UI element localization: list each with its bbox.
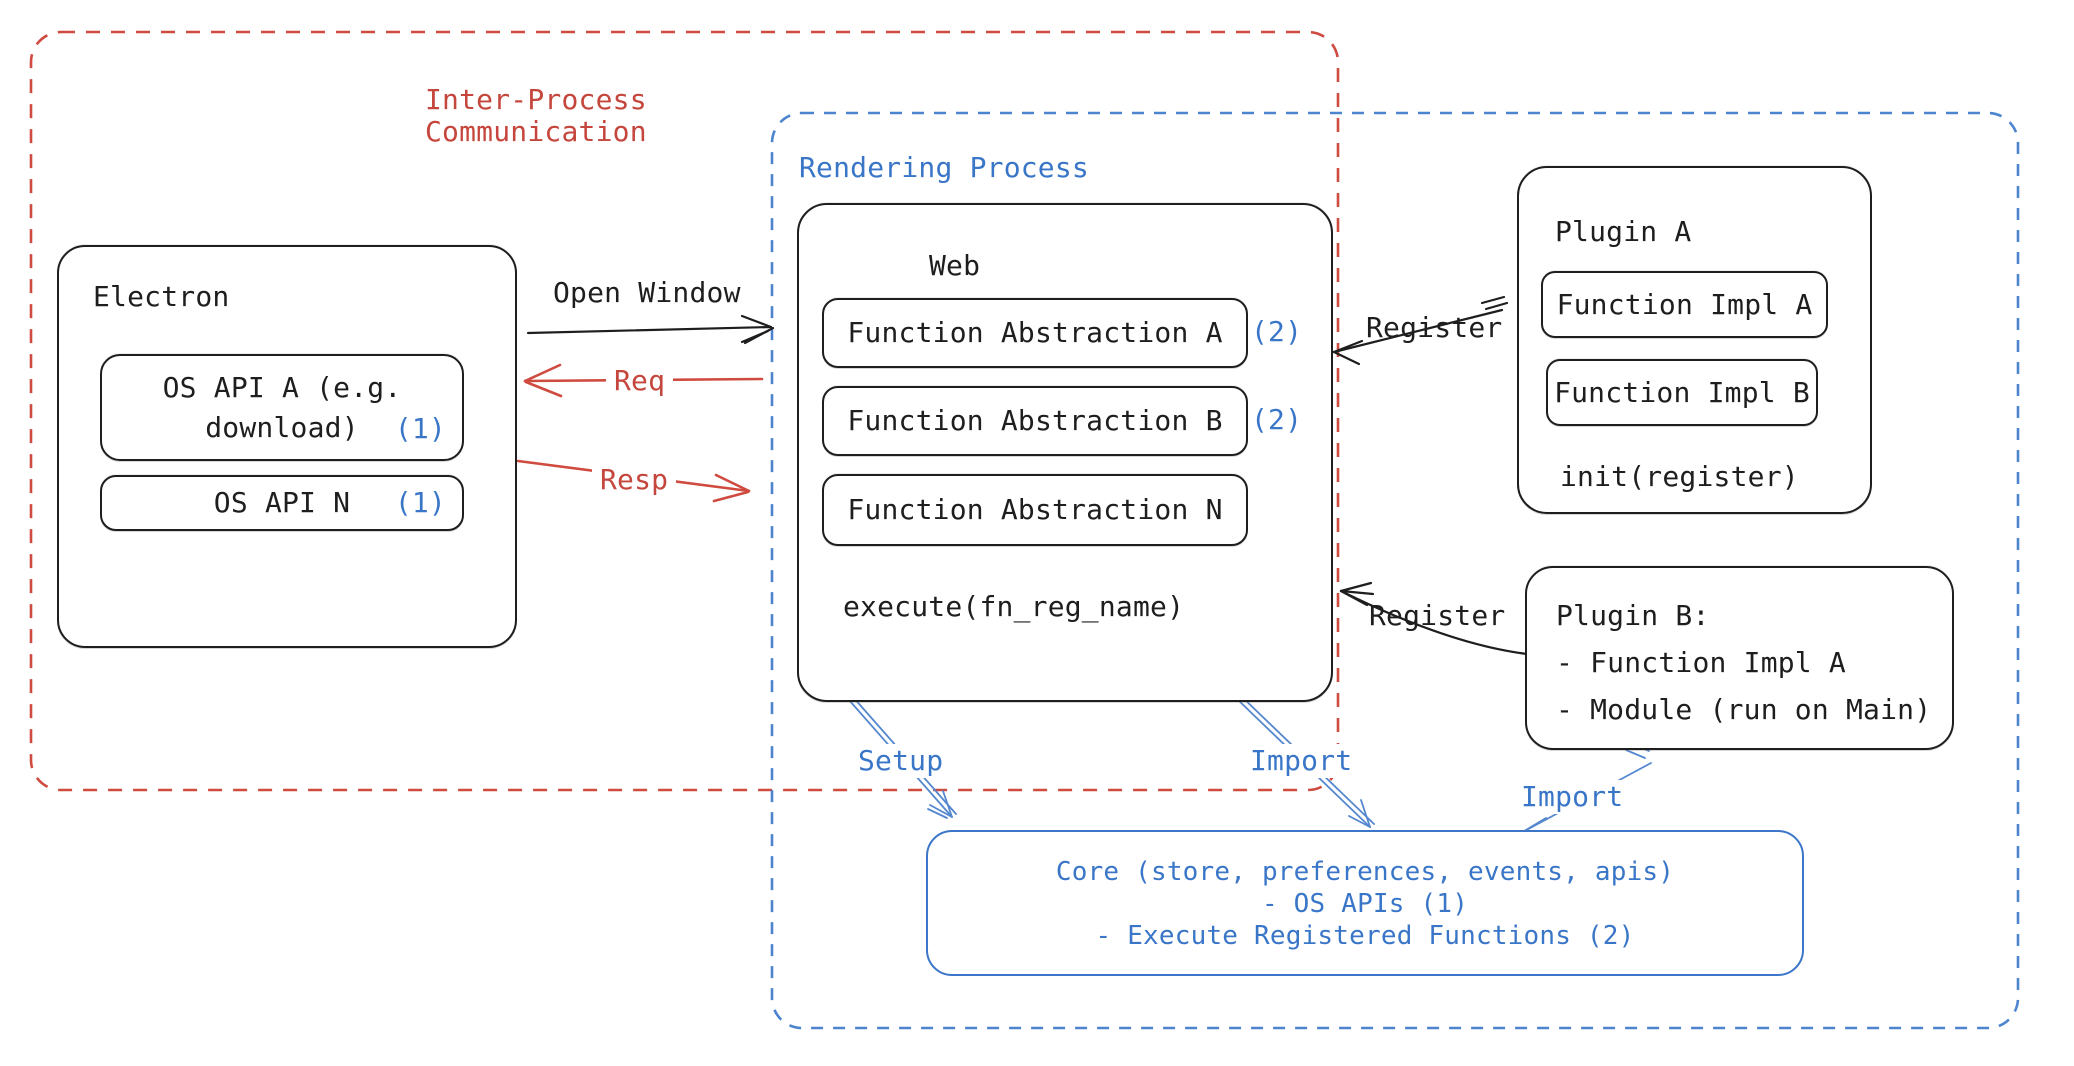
register-bottom-label: Register [1369, 599, 1506, 632]
ipc-group-label: Inter-Process Communication [425, 84, 647, 148]
req-label: Req [606, 364, 674, 398]
ipc-dashed-boundary [29, 30, 1340, 792]
function-abstraction-b-marker: (2) [1251, 403, 1303, 436]
ipc-label-line1: Inter-Process [425, 83, 647, 116]
os-api-a-label-line1: OS API A (e.g. [162, 370, 402, 404]
core-box: Core (store, preferences, events, apis) … [926, 830, 1804, 976]
plugin-b-content: Plugin B: - Function Impl A - Module (ru… [1556, 592, 1931, 733]
plugin-b-line2: - Module (run on Main) [1556, 693, 1932, 726]
os-api-n-box: OS API N (1) [100, 475, 464, 531]
import-right-label: Import [1513, 780, 1632, 814]
core-line1: Core (store, preferences, events, apis) [1055, 857, 1675, 887]
web-title: Web [929, 249, 981, 282]
rendering-dashed-boundary [770, 111, 2020, 1030]
import-mid-label: Import [1242, 744, 1361, 778]
open-window-label: Open Window [553, 276, 741, 309]
os-api-a-label-line2: download) [205, 410, 359, 444]
register-top-arrow [1332, 295, 1509, 366]
web-execute-label: execute(fn_reg_name) [843, 590, 1185, 623]
function-abstraction-a-box: Function Abstraction A [822, 298, 1248, 368]
function-abstraction-a-marker: (2) [1251, 315, 1303, 348]
function-impl-a-box: Function Impl A [1541, 271, 1828, 338]
open-window-arrow [526, 314, 775, 345]
web-box: Web Function Abstraction A (2) Function … [797, 203, 1333, 702]
plugin-a-init-label: init(register) [1560, 460, 1799, 493]
function-impl-b-box: Function Impl B [1546, 359, 1818, 426]
plugin-a-title: Plugin A [1555, 215, 1692, 248]
os-api-n-label: OS API N [213, 486, 351, 519]
os-api-n-marker: (1) [394, 486, 446, 519]
function-abstraction-n-box: Function Abstraction N [822, 474, 1248, 546]
setup-label: Setup [850, 744, 952, 778]
rendering-group-label: Rendering Process [799, 151, 1089, 184]
function-abstraction-b-box: Function Abstraction B [822, 386, 1248, 456]
register-top-label: Register [1366, 311, 1503, 344]
electron-title: Electron [93, 280, 230, 313]
electron-box: Electron OS API A (e.g. download) (1) OS… [57, 245, 517, 648]
core-line3: - Execute Registered Functions (2) [1095, 921, 1635, 951]
ipc-label-line2: Communication [425, 115, 647, 148]
plugin-b-line1: - Function Impl A [1556, 646, 1846, 679]
resp-label: Resp [592, 463, 677, 497]
plugin-b-box: Plugin B: - Function Impl A - Module (ru… [1525, 566, 1954, 750]
core-line2: - OS APIs (1) [1261, 889, 1469, 919]
os-api-a-marker: (1) [394, 412, 446, 445]
register-bottom-arrow [1339, 581, 1529, 656]
plugin-b-title: Plugin B: [1556, 599, 1710, 632]
plugin-a-box: Plugin A Function Impl A Function Impl B… [1517, 166, 1872, 514]
os-api-a-box: OS API A (e.g. download) (1) [100, 354, 464, 461]
